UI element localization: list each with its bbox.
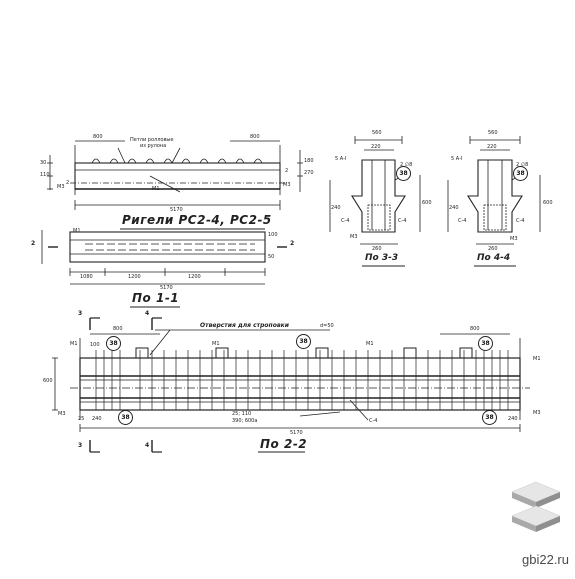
elevation-2-2-view: [52, 317, 530, 453]
dim-label: 240: [449, 205, 459, 211]
dim-label: 5170: [160, 285, 173, 291]
dim-label: 600: [43, 378, 53, 384]
dim-label: 800: [93, 134, 103, 140]
dim-label: 600: [422, 200, 432, 206]
note-label: 5 А-І: [451, 156, 463, 162]
dim-label: 260: [372, 246, 382, 252]
caption-2-2: По 2-2: [260, 437, 308, 451]
dim-label: 240: [92, 416, 102, 422]
leader-label: М1: [212, 341, 220, 347]
leader-label: С-4: [369, 418, 378, 424]
leader-label: М3: [510, 236, 518, 242]
leader-label: 2: [66, 180, 70, 186]
mark-38-circle: 38: [513, 166, 528, 181]
dim-label: 25: [78, 416, 85, 422]
section-3-3-view: [329, 136, 421, 245]
dim-label: 560: [488, 130, 498, 136]
dim-label: 220: [371, 144, 381, 150]
dim-label: 390; 600a: [232, 418, 258, 424]
gbi-logo-icon: [511, 481, 561, 532]
mark-38-circle: 38: [478, 336, 493, 351]
caption-4-4: По 4-4: [477, 253, 511, 263]
dim-label: 5170: [170, 207, 183, 213]
leader-label: М3: [283, 182, 291, 188]
leader-label: М1: [70, 341, 78, 347]
dim-label: 50: [268, 254, 275, 260]
dim-label: 1200: [128, 274, 141, 280]
dim-label: 110: [40, 172, 50, 178]
dim-label: 30: [40, 160, 47, 166]
dim-label: 220: [487, 144, 497, 150]
leader-label: М3: [350, 234, 358, 240]
cut-mark-label: 3: [78, 310, 83, 317]
leader-label: М3: [57, 184, 65, 190]
holes-note: Отверстия для строповки: [200, 322, 289, 329]
dim-label: 240: [508, 416, 518, 422]
dim-label: 5170: [290, 430, 303, 436]
leader-label: С-4: [516, 218, 525, 224]
leader-label: С-4: [458, 218, 467, 224]
dim-label: 800: [470, 326, 480, 332]
leader-label: М1: [73, 228, 81, 234]
note-label: 2 ∅8: [400, 162, 413, 168]
leader-label: М3: [58, 411, 66, 417]
leader-label: М1: [366, 341, 374, 347]
cut-mark-label: 4: [145, 310, 150, 317]
cut-mark-label: 4: [145, 442, 150, 449]
note-label: 5 А-І: [335, 156, 347, 162]
cut-mark-label: 2: [290, 240, 295, 247]
dim-label: 25; 110: [232, 411, 252, 417]
dim-label: 600: [543, 200, 553, 206]
watermark-text: gbi22.ru: [522, 552, 569, 567]
mark-38-circle: 38: [118, 410, 133, 425]
mark-38-circle: 38: [482, 410, 497, 425]
dim-label: 270: [304, 170, 314, 176]
mark-38-circle: 38: [106, 336, 121, 351]
dim-label: 560: [372, 130, 382, 136]
dim-label: 100: [90, 342, 100, 348]
dim-label: 800: [250, 134, 260, 140]
mark-38-circle: 38: [296, 334, 311, 349]
leader-label: М1: [533, 356, 541, 362]
leader-label: М3: [533, 410, 541, 416]
top-elevation-view: [47, 140, 303, 210]
plan-1-1-view: [41, 230, 287, 285]
note-label: 2 ∅8: [516, 162, 529, 168]
cut-mark-label: 2: [31, 240, 36, 247]
leader-label: С-4: [341, 218, 350, 224]
mark-38-circle: 38: [396, 166, 411, 181]
leader-label: С-4: [398, 218, 407, 224]
dim-label: 240: [331, 205, 341, 211]
title-caption: Ригели РС2-4, РС2-5: [122, 213, 272, 227]
caption-1-1: По 1-1: [132, 291, 180, 305]
note-label: Петли ролловые: [130, 137, 174, 143]
dim-label: 180: [304, 158, 314, 164]
dim-label: 800: [113, 326, 123, 332]
leader-label: М1: [152, 186, 160, 192]
dim-label: 100: [268, 232, 278, 238]
hole-diameter: d=50: [320, 323, 334, 329]
dim-label: 1200: [188, 274, 201, 280]
cut-mark-label: 3: [78, 442, 83, 449]
dim-label: 1080: [80, 274, 93, 280]
note-label: из рулона: [140, 143, 167, 149]
leader-label: 2: [285, 168, 289, 174]
caption-3-3: По 3-3: [365, 253, 399, 263]
section-4-4-view: [447, 136, 541, 245]
dim-label: 260: [488, 246, 498, 252]
